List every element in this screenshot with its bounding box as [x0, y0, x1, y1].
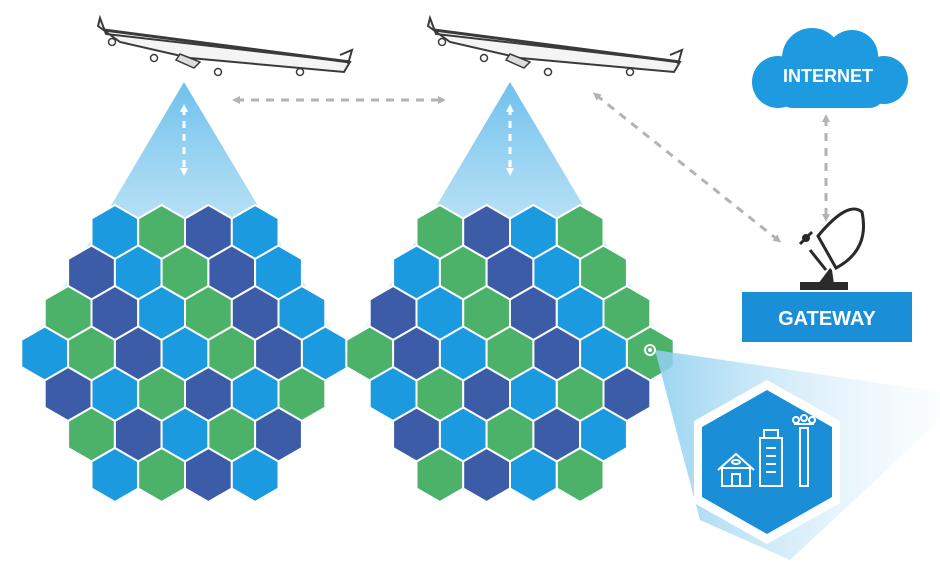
- coverage-badge: [694, 380, 840, 544]
- aircraft-to-gateway-arrow: [592, 92, 782, 243]
- house-icon: [717, 452, 755, 487]
- hex-coverage-grid-right: [345, 203, 675, 504]
- building-icon: [759, 429, 783, 487]
- cell-tower-icon: [792, 414, 816, 487]
- selected-cell-marker: [644, 344, 656, 356]
- coverage-cell: [555, 446, 605, 504]
- satellite-dish-icon: [798, 207, 865, 290]
- coverage-cell: [230, 446, 280, 504]
- aircraft-icon: [426, 14, 684, 77]
- gateway-bar: [742, 292, 912, 342]
- internet-label: INTERNET: [783, 66, 873, 86]
- hex-coverage-grid-left: [20, 203, 350, 504]
- aircraft-icon: [96, 14, 354, 77]
- gateway-label: GATEWAY: [778, 308, 876, 330]
- cloud-icon: INTERNET: [752, 28, 908, 108]
